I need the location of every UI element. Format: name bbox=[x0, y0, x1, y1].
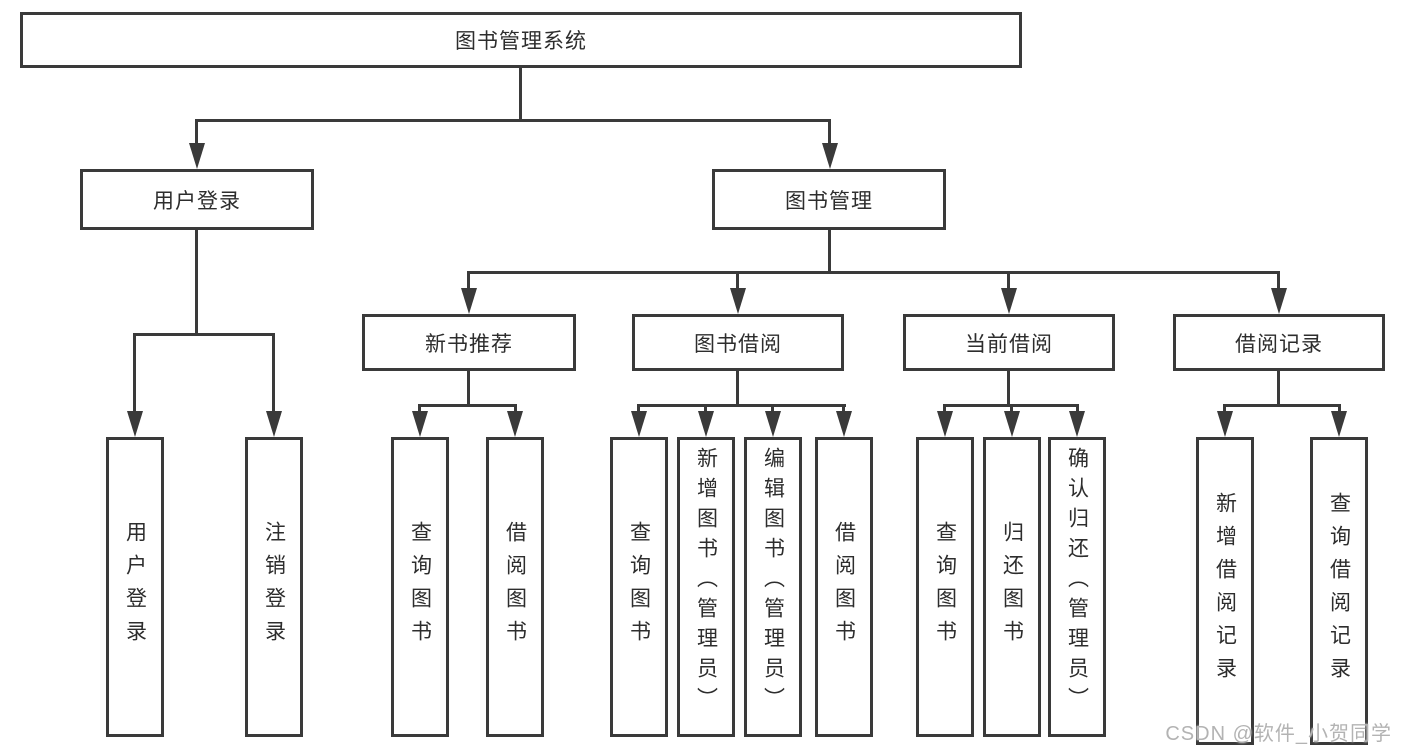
leaf-add-borrow-record: 新增借阅记录 bbox=[1196, 437, 1254, 745]
leaf-add-book-admin-label: 新增图书（管理员） bbox=[694, 447, 718, 717]
leaf-add-book-admin: 新增图书（管理员） bbox=[677, 437, 735, 737]
leaf-query-books-new: 查询图书 bbox=[391, 437, 449, 737]
leaf-borrow-books-new-label: 借阅图书 bbox=[503, 521, 527, 653]
connector-line bbox=[195, 119, 198, 147]
connector-line bbox=[467, 271, 1280, 274]
connector-line bbox=[828, 119, 831, 147]
arrow-down-icon bbox=[1271, 288, 1287, 314]
connector-line bbox=[842, 404, 845, 416]
connector-line bbox=[1076, 404, 1079, 416]
leaf-return-books: 归还图书 bbox=[983, 437, 1041, 737]
connector-line bbox=[418, 404, 421, 416]
csdn-watermark: CSDN @软件_小贺同学 bbox=[1165, 723, 1392, 745]
leaf-borrow-books-borrow: 借阅图书 bbox=[815, 437, 873, 737]
connector-line bbox=[519, 66, 522, 122]
leaf-query-books-current: 查询图书 bbox=[916, 437, 974, 737]
leaf-query-borrow-record: 查询借阅记录 bbox=[1310, 437, 1368, 745]
node-book-borrow-label: 图书借阅 bbox=[694, 332, 782, 356]
leaf-edit-book-admin: 编辑图书（管理员） bbox=[744, 437, 802, 737]
node-root-label: 图书管理系统 bbox=[455, 30, 587, 53]
connector-line bbox=[771, 404, 774, 416]
connector-line bbox=[828, 228, 831, 273]
leaf-user-login-label: 用户登录 bbox=[123, 521, 147, 653]
leaf-borrow-books-new: 借阅图书 bbox=[486, 437, 544, 737]
node-current-borrow: 当前借阅 bbox=[903, 314, 1115, 371]
arrow-down-icon bbox=[631, 411, 647, 437]
arrow-down-icon bbox=[1001, 288, 1017, 314]
connector-line bbox=[195, 228, 198, 335]
arrow-down-icon bbox=[1331, 411, 1347, 437]
node-borrow-records: 借阅记录 bbox=[1173, 314, 1385, 371]
connector-line bbox=[704, 404, 707, 416]
node-current-borrow-label: 当前借阅 bbox=[965, 332, 1053, 356]
node-root: 图书管理系统 bbox=[20, 12, 1022, 68]
arrow-down-icon bbox=[1004, 411, 1020, 437]
node-user-login-label: 用户登录 bbox=[153, 189, 241, 213]
node-book-management-label: 图书管理 bbox=[785, 189, 873, 213]
node-borrow-records-label: 借阅记录 bbox=[1235, 332, 1323, 356]
arrow-down-icon bbox=[730, 288, 746, 314]
node-new-book-recommend-label: 新书推荐 bbox=[425, 332, 513, 356]
arrow-down-icon bbox=[1069, 411, 1085, 437]
connector-line bbox=[1277, 369, 1280, 406]
connector-line bbox=[467, 369, 470, 406]
connector-line bbox=[1007, 369, 1010, 406]
leaf-confirm-return-admin-label: 确认归还（管理员） bbox=[1065, 447, 1089, 717]
leaf-query-books-borrow: 查询图书 bbox=[610, 437, 668, 737]
node-user-login: 用户登录 bbox=[80, 169, 314, 230]
connector-line bbox=[1223, 404, 1226, 416]
connector-line bbox=[1010, 404, 1013, 416]
arrow-down-icon bbox=[698, 411, 714, 437]
arrow-down-icon bbox=[765, 411, 781, 437]
leaf-user-login: 用户登录 bbox=[106, 437, 164, 737]
connector-line bbox=[133, 333, 275, 336]
leaf-logout-label: 注销登录 bbox=[262, 521, 286, 653]
arrow-down-icon bbox=[412, 411, 428, 437]
leaf-query-books-borrow-label: 查询图书 bbox=[627, 521, 651, 653]
arrow-down-icon bbox=[189, 143, 205, 169]
node-book-borrow: 图书借阅 bbox=[632, 314, 844, 371]
connector-line bbox=[133, 333, 136, 415]
leaf-add-borrow-record-label: 新增借阅记录 bbox=[1213, 492, 1237, 690]
connector-line bbox=[418, 404, 517, 407]
connector-line bbox=[1223, 404, 1341, 407]
arrow-down-icon bbox=[822, 143, 838, 169]
connector-line bbox=[467, 271, 470, 293]
connector-line bbox=[1338, 404, 1341, 416]
leaf-query-books-current-label: 查询图书 bbox=[933, 521, 957, 653]
leaf-query-books-new-label: 查询图书 bbox=[408, 521, 432, 653]
leaf-return-books-label: 归还图书 bbox=[1000, 521, 1024, 653]
connector-line bbox=[637, 404, 846, 407]
arrow-down-icon bbox=[937, 411, 953, 437]
arrow-down-icon bbox=[507, 411, 523, 437]
arrow-down-icon bbox=[266, 411, 282, 437]
connector-line bbox=[637, 404, 640, 416]
arrow-down-icon bbox=[461, 288, 477, 314]
connector-line bbox=[272, 333, 275, 415]
leaf-borrow-books-borrow-label: 借阅图书 bbox=[832, 521, 856, 653]
connector-line bbox=[1007, 271, 1010, 293]
leaf-logout: 注销登录 bbox=[245, 437, 303, 737]
node-book-management: 图书管理 bbox=[712, 169, 946, 230]
connector-line bbox=[736, 271, 739, 293]
leaf-confirm-return-admin: 确认归还（管理员） bbox=[1048, 437, 1106, 737]
connector-line bbox=[514, 404, 517, 416]
arrow-down-icon bbox=[127, 411, 143, 437]
arrow-down-icon bbox=[1217, 411, 1233, 437]
connector-line bbox=[195, 119, 831, 122]
connector-line bbox=[736, 369, 739, 406]
arrow-down-icon bbox=[836, 411, 852, 437]
node-new-book-recommend: 新书推荐 bbox=[362, 314, 576, 371]
connector-line bbox=[1277, 271, 1280, 293]
leaf-query-borrow-record-label: 查询借阅记录 bbox=[1327, 492, 1351, 690]
connector-line bbox=[943, 404, 946, 416]
leaf-edit-book-admin-label: 编辑图书（管理员） bbox=[761, 447, 785, 717]
